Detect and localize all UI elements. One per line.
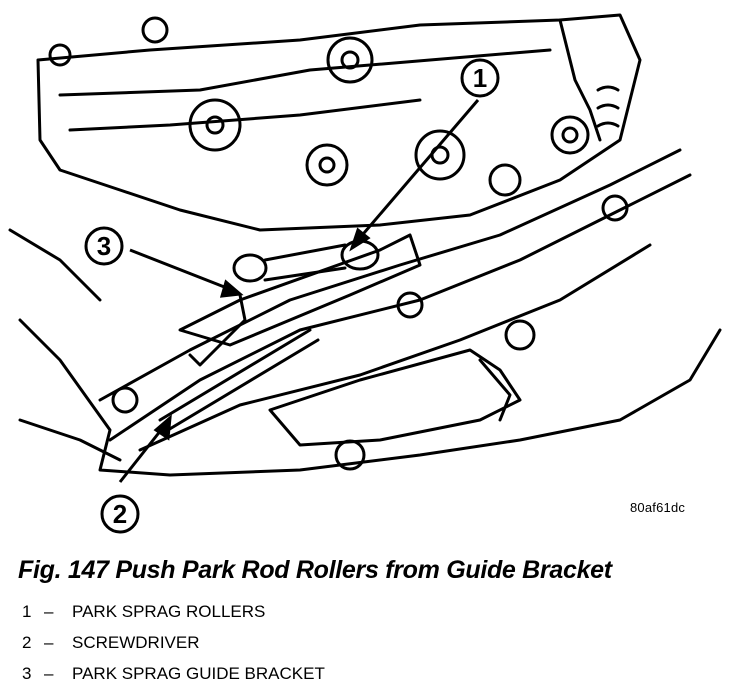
legend-item-number: 3 bbox=[22, 664, 32, 683]
callout-1-label: 1 bbox=[473, 63, 487, 93]
bolt-boss bbox=[414, 129, 466, 181]
screwdriver-shaft bbox=[158, 328, 320, 432]
transmission-diagram: 1 3 2 bbox=[8, 13, 722, 534]
legend-item: 2–SCREWDRIVER bbox=[22, 627, 325, 658]
legend-item-label: PARK SPRAG ROLLERS bbox=[72, 602, 266, 621]
nut bbox=[504, 319, 536, 351]
legend-item-label: SCREWDRIVER bbox=[72, 633, 200, 652]
nut bbox=[396, 291, 424, 319]
case-housing bbox=[18, 318, 722, 477]
nut bbox=[601, 194, 629, 222]
legend-item: 1–PARK SPRAG ROLLERS bbox=[22, 596, 325, 627]
legend-item: 3–PARK SPRAG GUIDE BRACKET bbox=[22, 658, 325, 689]
valve-body-outline bbox=[36, 13, 642, 232]
callout-1-circle bbox=[460, 58, 500, 98]
legend-separator: – bbox=[44, 664, 54, 683]
nut bbox=[111, 386, 139, 414]
bolt-boss bbox=[488, 163, 522, 197]
legend-item-number: 1 bbox=[22, 602, 32, 621]
legend-item-label: PARK SPRAG GUIDE BRACKET bbox=[72, 664, 325, 683]
bolt-boss bbox=[188, 98, 242, 152]
callout-3-label: 3 bbox=[97, 231, 111, 261]
park-sprag-roller bbox=[232, 253, 268, 283]
callout-2-circle bbox=[100, 494, 140, 534]
nut bbox=[334, 439, 366, 471]
legend-list: 1–PARK SPRAG ROLLERS 2–SCREWDRIVER 3–PAR… bbox=[22, 596, 325, 689]
legend-separator: – bbox=[44, 602, 54, 621]
callout-3-circle bbox=[84, 226, 124, 266]
park-sprag-roller bbox=[340, 239, 380, 271]
bolt-boss bbox=[326, 36, 374, 84]
callout-2-label: 2 bbox=[113, 499, 127, 529]
legend-item-number: 2 bbox=[22, 633, 32, 652]
bolt-boss bbox=[550, 115, 590, 155]
figure-caption: Fig. 147 Push Park Rod Rollers from Guid… bbox=[18, 556, 612, 584]
park-sprag-guide-bracket bbox=[178, 233, 422, 347]
figure-id-code: 80af61dc bbox=[630, 500, 686, 515]
bolt-boss bbox=[305, 143, 349, 187]
legend-separator: – bbox=[44, 633, 54, 652]
